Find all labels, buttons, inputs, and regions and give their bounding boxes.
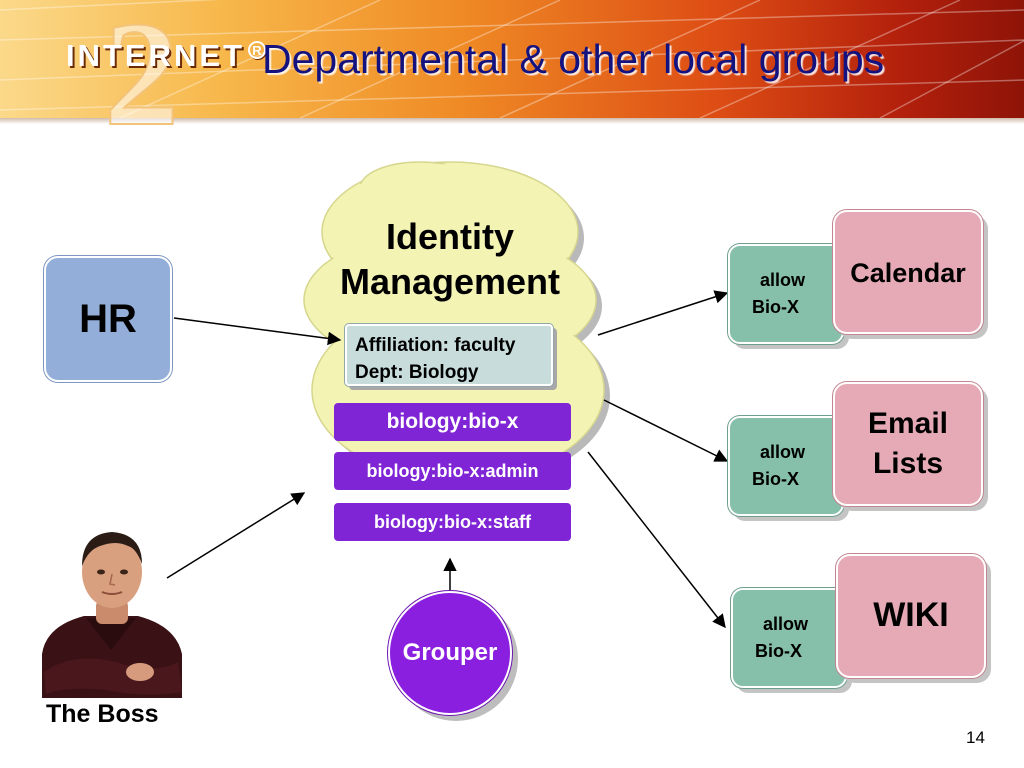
arrow-idm-to-calendar: [597, 290, 729, 336]
permission-allow: allow: [760, 442, 806, 462]
registered-mark-icon: R: [248, 41, 266, 59]
idm-title-line1: Identity: [385, 216, 514, 257]
boss-portrait-icon: [42, 532, 182, 698]
permission-allow: allow: [763, 614, 809, 634]
logo-mark-two: 2: [104, 6, 179, 132]
arrow-hr-to-affiliation: [173, 317, 342, 346]
department-line: Dept: Biology: [355, 362, 479, 383]
permission-group: Bio-X: [752, 469, 799, 489]
arrow-idm-to-email: [603, 399, 729, 462]
grouper-circle: Grouper: [388, 591, 512, 715]
affiliation-box: Affiliation: faculty Dept: Biology: [345, 324, 553, 386]
service-wiki: WIKI: [836, 554, 986, 678]
logo-wordmark: INTERNET R: [66, 38, 266, 74]
boss-label: The Boss: [46, 700, 159, 728]
group-bio-x-staff: biology:bio-x:staff: [334, 503, 571, 541]
internet2-logo-icon: 2: [103, 6, 180, 132]
header-banner: [0, 0, 1024, 118]
permission-group: Bio-X: [752, 297, 799, 317]
idm-title-line2: Management: [339, 261, 561, 302]
permission-allow: allow: [760, 270, 806, 290]
arrow-boss-to-groups: [166, 492, 306, 579]
arrow-idm-to-wiki: [587, 451, 726, 629]
service-email-lists: Email Lists: [833, 382, 983, 506]
group-bio-x-admin: biology:bio-x:admin: [334, 452, 571, 490]
service-calendar: Calendar: [833, 210, 983, 334]
service-label-line2: Lists: [872, 447, 944, 480]
page-number: 14: [966, 728, 985, 747]
affiliation-line: Affiliation: faculty: [355, 335, 516, 356]
hr-box: HR: [44, 256, 175, 385]
permission-box-wiki: allow Bio-X: [731, 588, 847, 688]
service-label: WIKI: [873, 596, 949, 634]
group-bio-x: biology:bio-x: [334, 403, 571, 441]
banner-texture: [0, 0, 1024, 118]
banner-shadow: [0, 118, 1024, 124]
service-label: Email: [867, 407, 949, 440]
service-label: Calendar: [850, 258, 966, 288]
identity-management-title: Identity Management: [318, 214, 582, 304]
logo-wordmark-text: INTERNET: [66, 38, 245, 73]
permission-box-calendar: allow Bio-X: [728, 244, 844, 344]
permission-box-email: allow Bio-X: [728, 416, 844, 516]
slide-title: Departmental & other local groups: [262, 36, 885, 82]
permission-group: Bio-X: [755, 641, 802, 661]
